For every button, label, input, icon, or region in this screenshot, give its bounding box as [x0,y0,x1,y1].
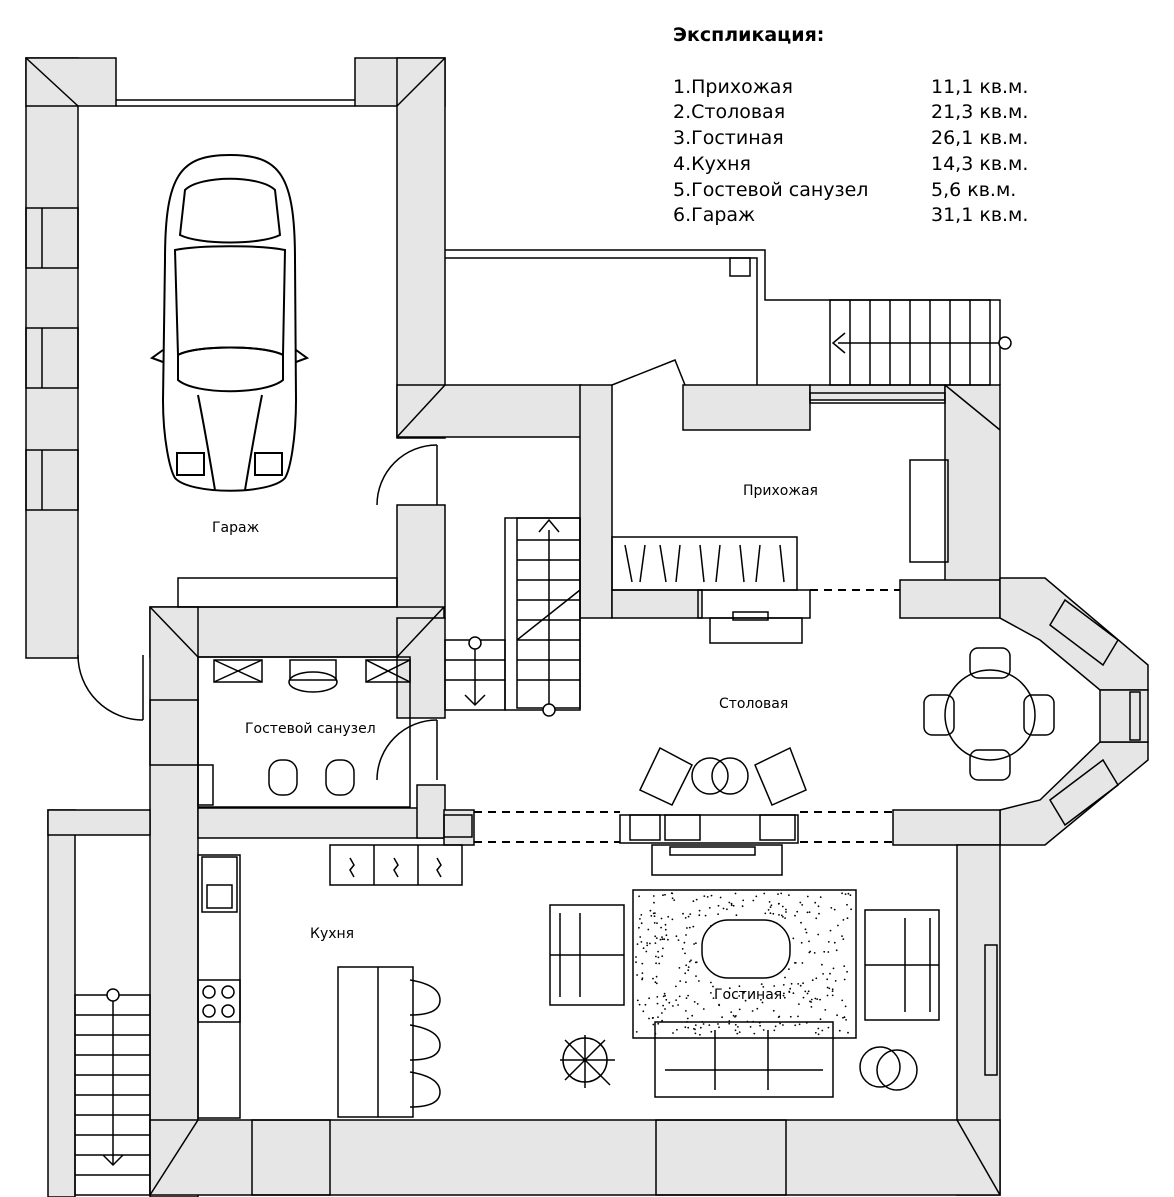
wc-wall-left [149,606,199,1197]
explication-title: Экспликация: [673,24,825,46]
living-wall-top [892,809,1001,846]
hall-wall-top [682,384,811,431]
room-label-dining: Столовая [719,696,789,712]
room-label-hall: Прихожая [743,483,818,499]
terrace-wall-top [47,809,151,836]
corridor-wall-top [396,384,582,438]
room-dividers [474,589,900,843]
hall-wall-right [944,384,1001,618]
hall-wall-bottom-right [899,579,1001,619]
living-wall-bottom [149,1119,1001,1196]
room-label-living: Гостиная [714,987,783,1003]
bay-wall-top [999,577,1149,691]
room-label-garage: Гараж [212,520,260,536]
car-icon [149,153,310,492]
hall-wall-bottom [611,589,703,619]
rug-texture [635,892,852,1036]
garage-partition-wall [396,504,446,619]
garage-wall-top-left [25,57,117,107]
room-label-kitchen: Кухня [310,926,355,942]
room-label-wc: Гостевой санузел [245,721,376,737]
wc-wall-right [396,617,446,719]
bay-wall-side [1099,689,1149,743]
outlines [25,57,1141,1196]
terrace-wall-left [47,809,76,1197]
garage-wall-right [396,57,446,439]
hall-wall-left [579,384,613,619]
kitchen-wall-right [416,784,446,839]
walls [25,57,1149,1197]
garage-wall-left [25,57,79,659]
bay-wall-bottom [999,741,1149,846]
wc-wall-bottom [197,807,445,839]
